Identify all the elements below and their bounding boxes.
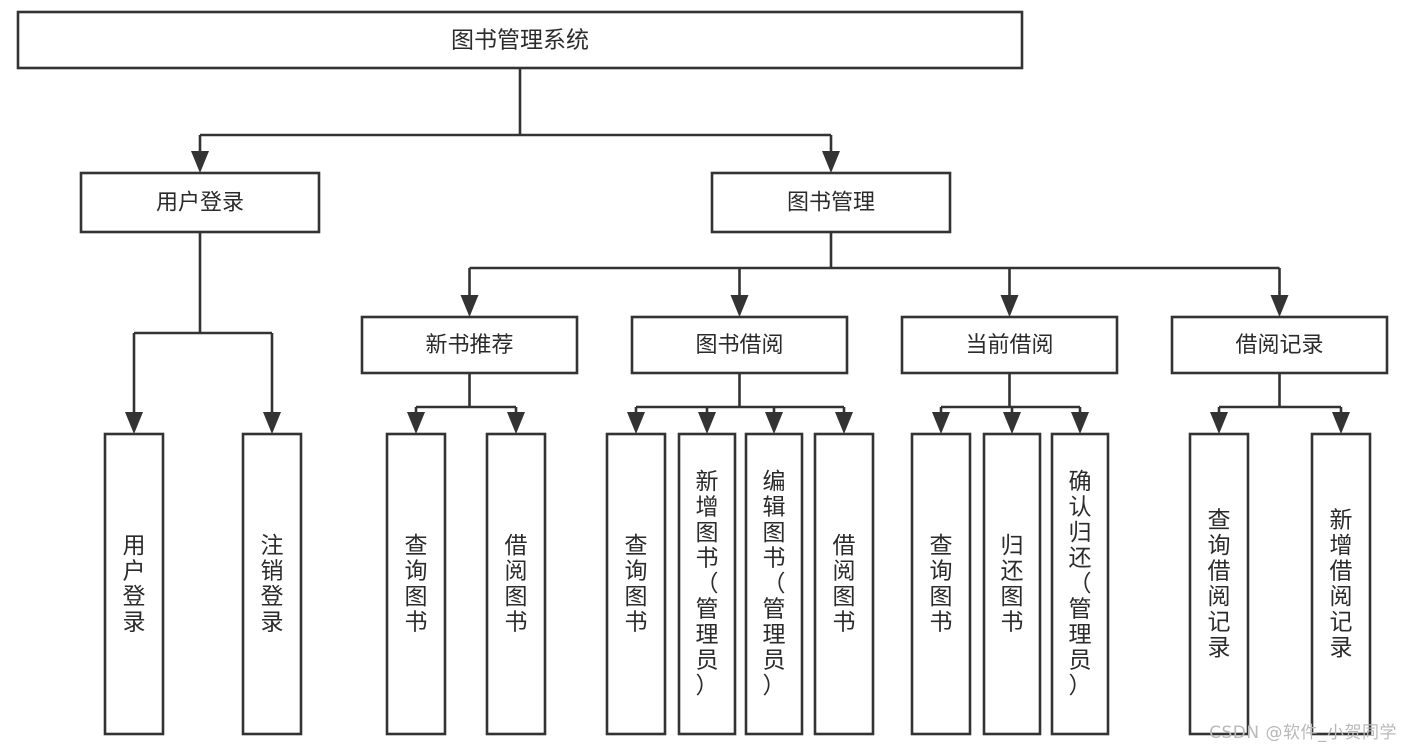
watermark: CSDN @软件_小贺同学 [1209,723,1397,743]
node-current-borrow[interactable] [900,315,1119,375]
label-leaf-borrow-book-1: 借阅图书 [505,533,528,636]
label-leaf-confirm-return: 确认归还（管理员） [1069,469,1092,699]
node-leaf-query-book-1[interactable] [385,432,447,736]
book-borrow-to-leaves-arrow-3 [835,412,853,434]
new-book-recommend-to-leaves-arrow-0 [407,412,425,434]
borrow-record-to-leaves-arrow-0 [1332,412,1350,434]
node-leaf-add-book[interactable] [677,432,737,736]
node-leaf-query-record[interactable] [1188,432,1250,736]
l2-to-l3-arrow-0 [460,295,479,317]
node-borrow-record[interactable] [1170,315,1389,375]
current-borrow-to-leaves-arrow-2 [1071,412,1089,434]
label-current-borrow: 当前借阅 [965,333,1053,358]
user-login-to-leaves-arrow-1 [263,412,281,434]
book-borrow-to-leaves-arrow-2 [765,412,783,434]
borrow-record-to-leaves-arrow-1 [1210,412,1228,434]
label-leaf-query-record: 查询借阅记录 [1208,507,1231,661]
current-borrow-to-leaves-arrow-0 [932,412,950,434]
node-leaf-borrow-book-2[interactable] [813,432,875,736]
node-leaf-confirm-return[interactable] [1050,432,1110,736]
l2-to-l3-arrow-1 [730,295,749,317]
root-to-l2-arrow-1 [822,151,840,173]
node-book-manage[interactable] [710,171,952,234]
node-leaf-user-login[interactable] [103,432,165,736]
label-leaf-add-record: 新增借阅记录 [1330,507,1353,661]
label-book-manage: 图书管理 [787,191,875,216]
user-login-to-leaves-arrow-0 [125,412,143,434]
root-to-l2-arrow-0 [191,151,209,173]
l2-to-l3-arrow-2 [1000,295,1019,317]
node-leaf-edit-book[interactable] [744,432,804,736]
node-leaf-return-book[interactable] [982,432,1042,736]
node-user-login[interactable] [79,171,321,234]
label-new-book-recommend: 新书推荐 [425,333,513,358]
label-leaf-query-book-2: 查询图书 [625,533,648,636]
node-leaf-query-book-2[interactable] [605,432,667,736]
node-leaf-borrow-book-1[interactable] [485,432,547,736]
book-borrow-to-leaves-arrow-1 [698,412,716,434]
label-leaf-edit-book: 编辑图书（管理员） [763,469,786,699]
current-borrow-to-leaves-arrow-1 [1003,412,1021,434]
label-user-login: 用户登录 [156,191,244,216]
labels-layer: 图书管理系统用户登录图书管理新书推荐图书借阅当前借阅借阅记录用户登录注销登录查询… [123,28,1353,700]
new-book-recommend-to-leaves-arrow-1 [507,412,525,434]
label-leaf-logout: 注销登录 [261,533,284,636]
node-leaf-query-book-3[interactable] [910,432,972,736]
connectors-layer [125,68,1350,434]
node-new-book-recommend[interactable] [360,315,579,375]
label-book-borrow: 图书借阅 [695,333,783,358]
label-leaf-return-book: 归还图书 [1001,533,1024,636]
boxes-layer [16,10,1389,736]
node-root-root[interactable] [16,10,1024,70]
l2-to-l3-arrow-3 [1270,295,1289,317]
label-leaf-query-book-3: 查询图书 [930,533,953,636]
book-borrow-to-leaves-arrow-0 [627,412,645,434]
label-leaf-query-book-1: 查询图书 [405,533,428,636]
label-leaf-add-book: 新增图书（管理员） [696,469,719,699]
label-root: 图书管理系统 [451,28,589,54]
label-leaf-borrow-book-2: 借阅图书 [833,533,856,636]
node-book-borrow[interactable] [630,315,849,375]
label-leaf-user-login: 用户登录 [123,533,146,636]
node-leaf-add-record[interactable] [1310,432,1372,736]
node-leaf-logout[interactable] [241,432,303,736]
label-borrow-record: 借阅记录 [1235,333,1323,358]
